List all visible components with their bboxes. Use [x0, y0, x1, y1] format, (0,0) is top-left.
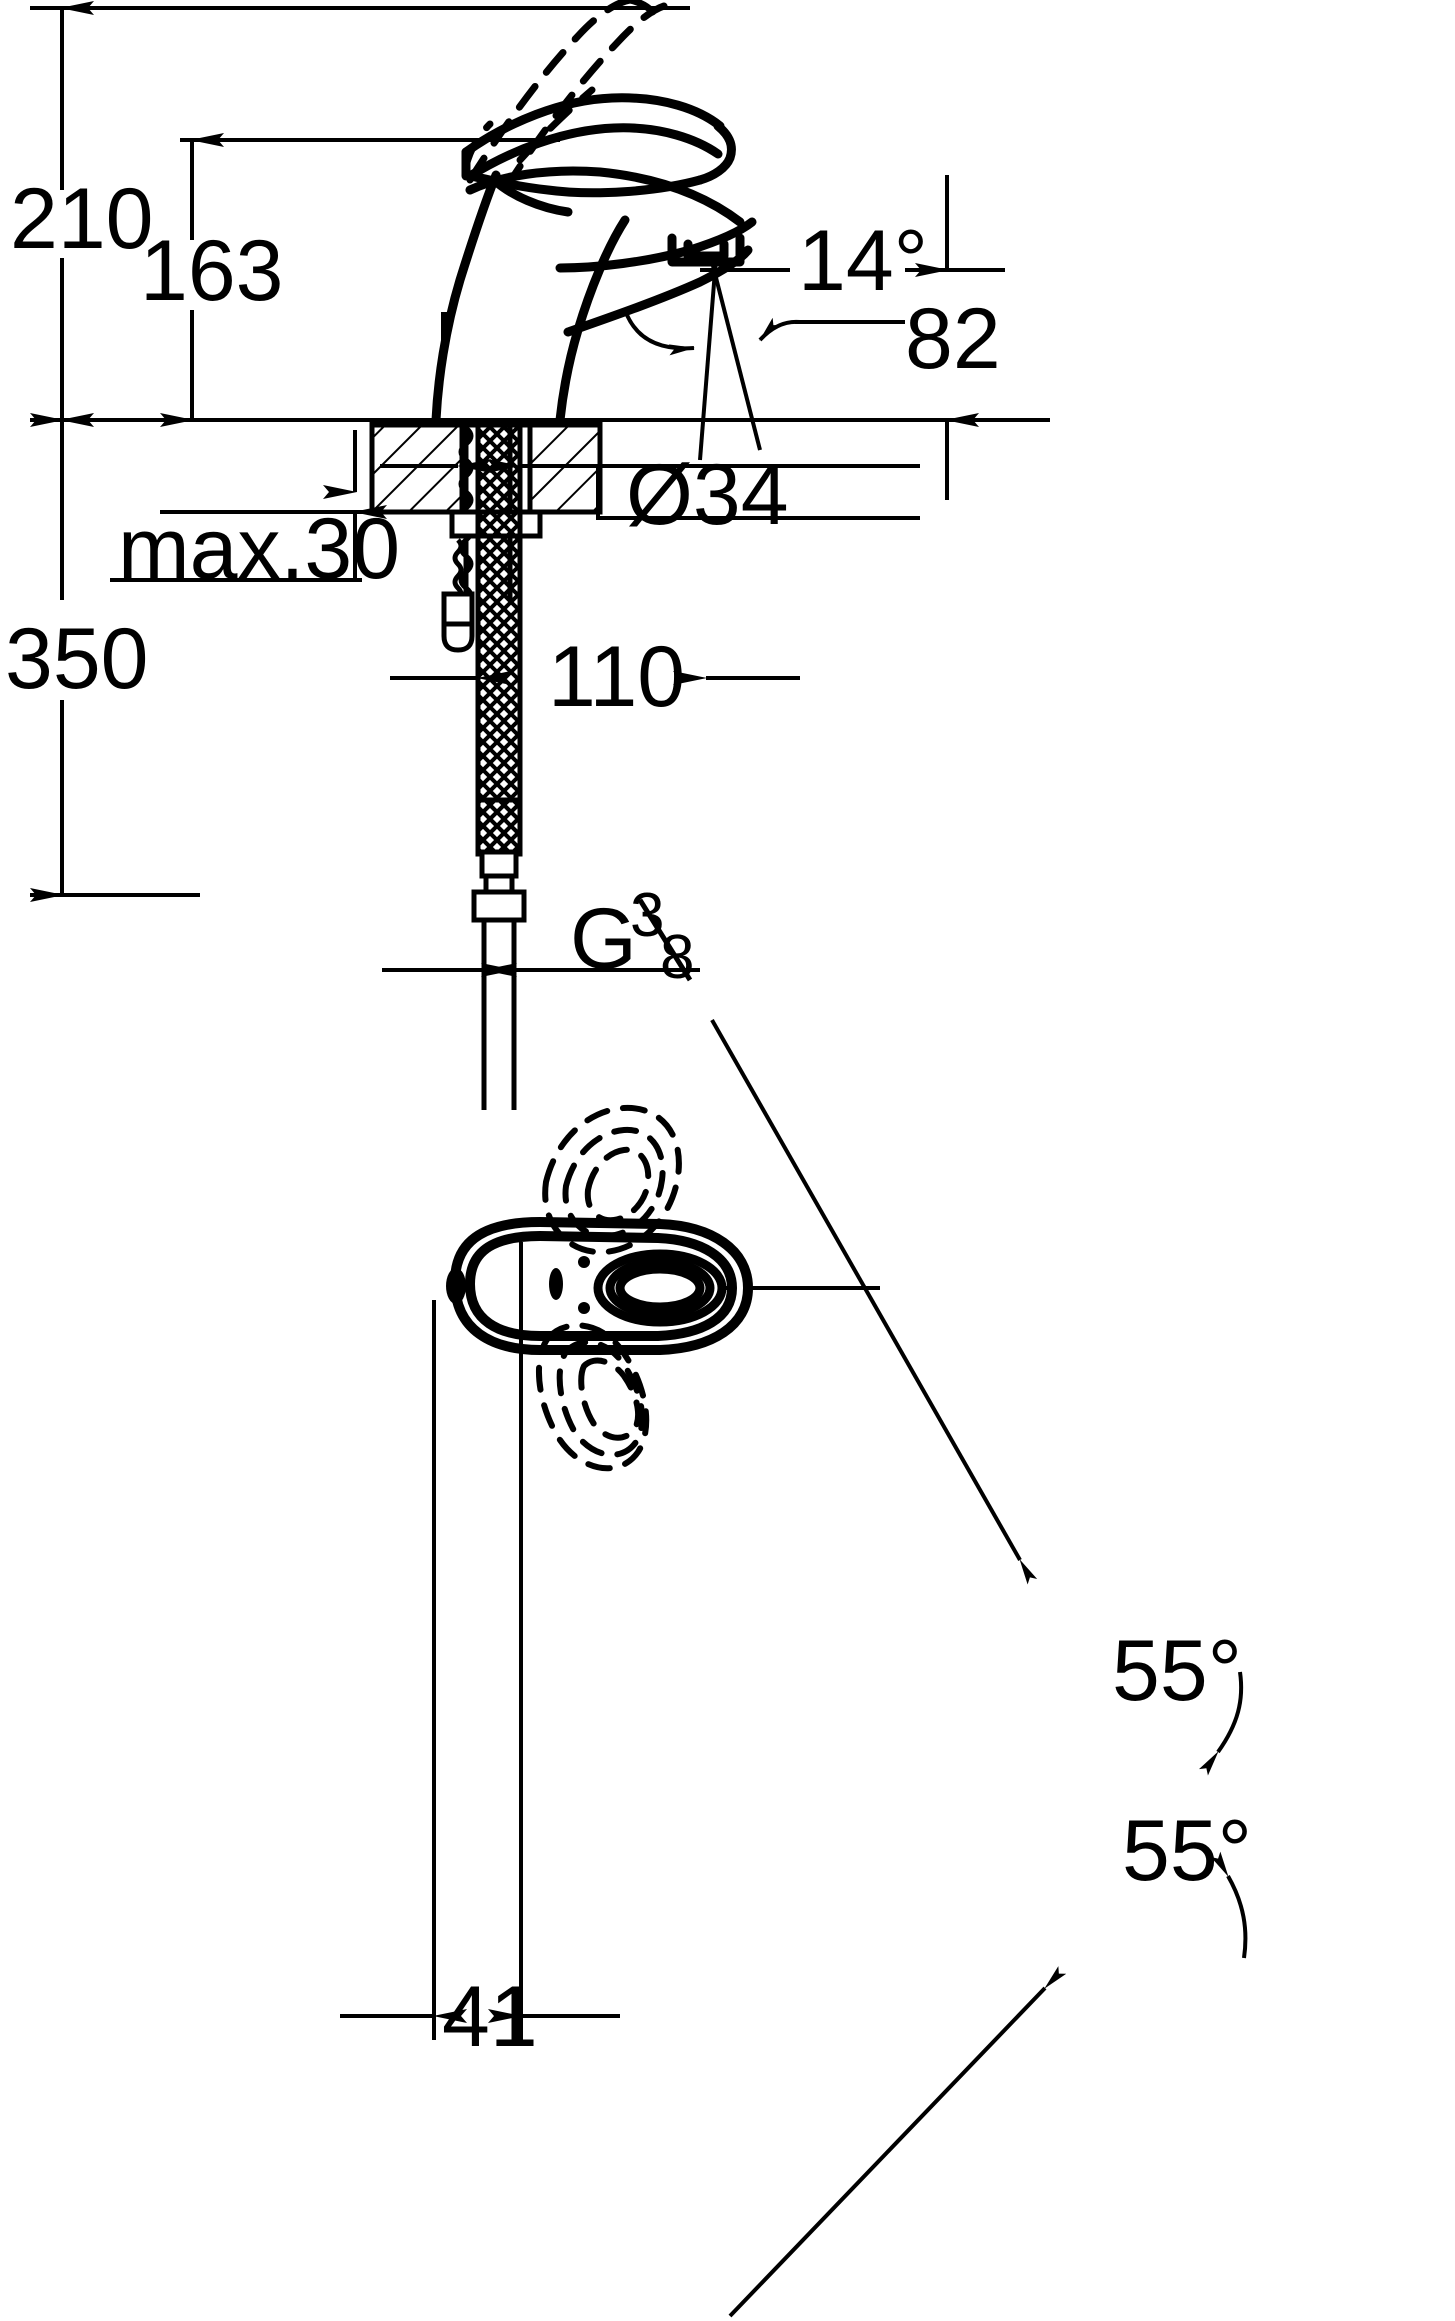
dimension-163-label: 163 [140, 223, 284, 319]
braided-hose [475, 421, 523, 857]
dimension-14deg-label: 14° [798, 213, 928, 309]
dimension-55deg-upper [710, 1019, 1244, 1776]
dimension-110-label: 110 [548, 629, 685, 725]
dimension-210-label: 210 [10, 171, 154, 267]
dimension-350-label: 350 [5, 611, 149, 707]
g38-letter: G [570, 891, 637, 987]
dimension-55deg-upper-label: 55° [1112, 1623, 1242, 1719]
dimension-max30-label: max.30 [118, 501, 400, 597]
dimension-14deg [623, 257, 905, 461]
shank-and-hose [441, 421, 543, 1110]
dimension-55deg-lower-label: 55° [1122, 1803, 1252, 1899]
g38-denominator: 8 [660, 923, 694, 992]
dimension-82-label: 82 [905, 291, 1001, 387]
dimension-g38-label: G 3 8 [570, 881, 694, 992]
faucet-side-elevation [431, 93, 757, 425]
dimension-d34-label: Ø34 [626, 447, 789, 543]
plan-centre-lines [432, 1242, 880, 2040]
dimension-82 [905, 175, 1005, 500]
dimension-55deg-lower [728, 1851, 1248, 2318]
plan-indicator-marks [446, 1256, 590, 1314]
plan-aerator [593, 1249, 727, 1327]
dimension-41-label: 41 [442, 1969, 538, 2065]
plan-lever-ghost-upper [542, 1104, 682, 1256]
dimension-d34 [380, 459, 920, 520]
dimension-max30 [110, 430, 387, 582]
lever-open-position-ghost [462, 0, 668, 192]
